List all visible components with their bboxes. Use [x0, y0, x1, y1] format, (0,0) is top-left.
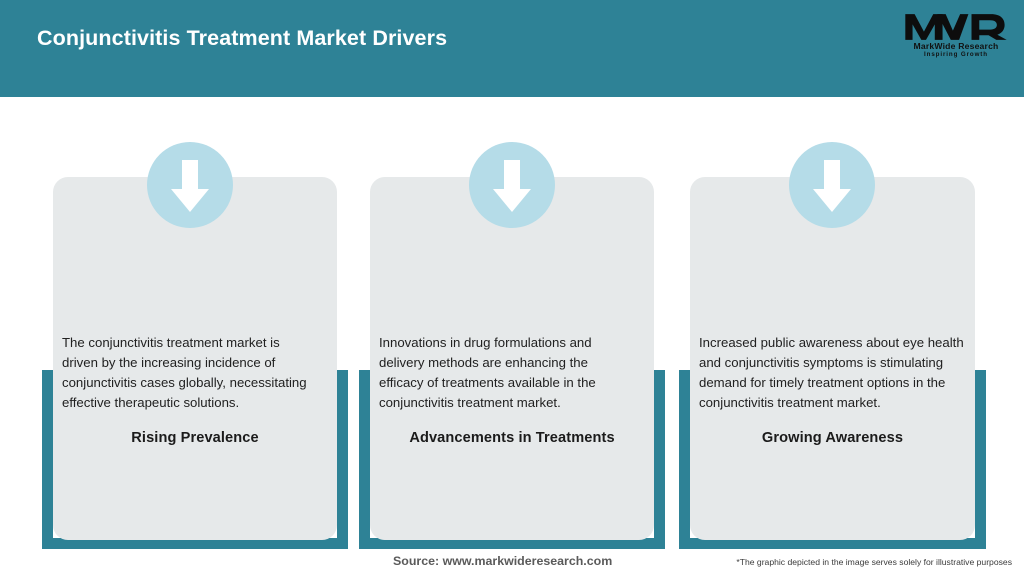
card-frame-2 [359, 370, 665, 549]
card-body-3: Increased public awareness about eye hea… [699, 335, 964, 410]
mwr-logo-icon [905, 14, 1007, 40]
frame-right-bar [975, 370, 986, 549]
frame-right-bar [337, 370, 348, 549]
markwide-research-logo: MarkWide Research Inspiring Growth [904, 12, 1008, 62]
card-body-2: Innovations in drug formulations and del… [379, 335, 596, 410]
card-body-1: The conjunctivitis treatment market is d… [62, 335, 307, 410]
frame-bottom-bar [359, 538, 665, 549]
page-title: Conjunctivitis Treatment Market Drivers [37, 26, 448, 50]
arrow-down-glyph [493, 160, 531, 212]
header-bar: Conjunctivitis Treatment Market Drivers … [0, 0, 1024, 97]
source-label: Source: www.markwideresearch.com [393, 554, 613, 568]
logo-tagline: Inspiring Growth [924, 51, 988, 58]
disclaimer-note: *The graphic depicted in the image serve… [736, 557, 1012, 567]
arrow-down-glyph [171, 160, 209, 212]
driver-card-2[interactable]: Advancements in Treatments Innovations i… [370, 177, 654, 540]
driver-card-3[interactable]: Growing Awareness Increased public aware… [690, 177, 975, 540]
arrow-down-icon-2 [469, 142, 555, 228]
frame-bottom-bar [42, 538, 348, 549]
frame-left-bar [679, 370, 690, 549]
frame-left-bar [359, 370, 370, 549]
card-frame-1 [42, 370, 348, 549]
frame-bottom-bar [679, 538, 986, 549]
frame-left-bar [42, 370, 53, 549]
card-frame-3 [679, 370, 986, 549]
frame-right-bar [654, 370, 665, 549]
card-title-3: Growing Awareness [761, 430, 904, 446]
driver-card-1[interactable]: Rising Prevalence The conjunctivitis tre… [53, 177, 337, 540]
card-title-1: Rising Prevalence [131, 430, 259, 446]
arrow-down-glyph [813, 160, 851, 212]
arrow-down-icon-3 [789, 142, 875, 228]
logo-company-name: MarkWide Research [913, 41, 999, 51]
arrow-down-icon-1 [147, 142, 233, 228]
card-title-2: Advancements in Treatments [409, 430, 615, 446]
